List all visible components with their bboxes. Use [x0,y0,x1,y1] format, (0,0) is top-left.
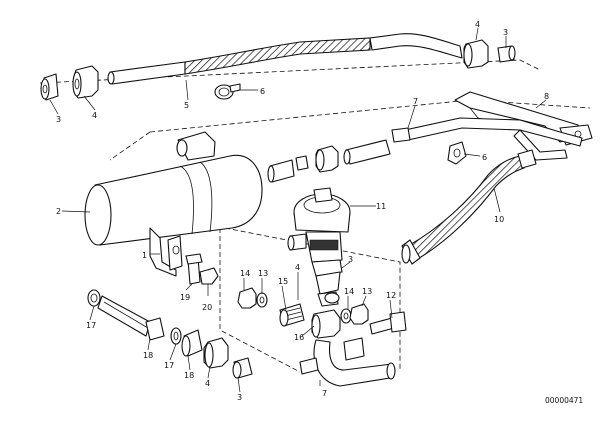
leader-lines [49,27,547,393]
right-braided-hose [401,149,537,265]
callout-3-left: 3 [56,115,61,124]
bottom-left-hose-set [87,289,253,379]
callout-8: 8 [544,92,549,101]
callout-3-valve: 3 [348,255,353,264]
metal-fuel-pipe [343,117,583,165]
callout-4-valve: 4 [295,263,300,272]
purge-valve [287,187,351,307]
callout-13-right: 13 [362,287,372,296]
hose-clamp-right [447,141,467,165]
callout-20: 20 [202,303,212,312]
callout-7-bottom: 7 [322,389,327,398]
callout-3-bottom: 3 [237,393,242,402]
charcoal-canister [84,131,263,277]
lower-elbow-hose [299,337,396,387]
callout-4-left: 4 [92,111,97,120]
callout-2: 2 [56,207,61,216]
top-fuel-hose [107,33,463,85]
callout-12: 12 [386,291,396,300]
callout-labels: 2 1 5 6 3 4 4 3 7 8 6 10 11 3 4 14 13 15… [56,20,549,402]
callout-18-left: 18 [143,351,153,360]
callout-5: 5 [184,101,189,110]
document-number: 00000471 [545,396,583,405]
canister-bolt [185,253,219,285]
center-hardware [237,287,369,327]
callout-14-right: 14 [344,287,354,296]
callout-11: 11 [376,202,386,211]
callout-14-left: 14 [240,269,250,278]
callout-4-right: 4 [475,20,480,29]
callout-3-right: 3 [503,28,508,37]
left-fittings [40,65,99,101]
right-fittings [463,39,516,69]
callout-15: 15 [278,277,288,286]
callout-19: 19 [180,293,190,302]
center-pipe-fittings [267,145,339,183]
hose-clamp-top [214,83,241,100]
callout-13-left: 13 [258,269,268,278]
callout-16: 16 [294,333,304,342]
callout-17-left: 17 [86,321,96,330]
callout-6-right: 6 [482,153,487,162]
callout-4-bottom: 4 [205,379,210,388]
callout-1: 1 [142,251,147,260]
callout-18-right: 18 [184,371,194,380]
callout-6-top: 6 [260,87,265,96]
callout-17-right: 17 [164,361,174,370]
valve-lower-fittings [311,292,341,339]
right-bolt [369,311,407,335]
callout-7-top: 7 [413,97,418,106]
callout-10: 10 [494,215,504,224]
